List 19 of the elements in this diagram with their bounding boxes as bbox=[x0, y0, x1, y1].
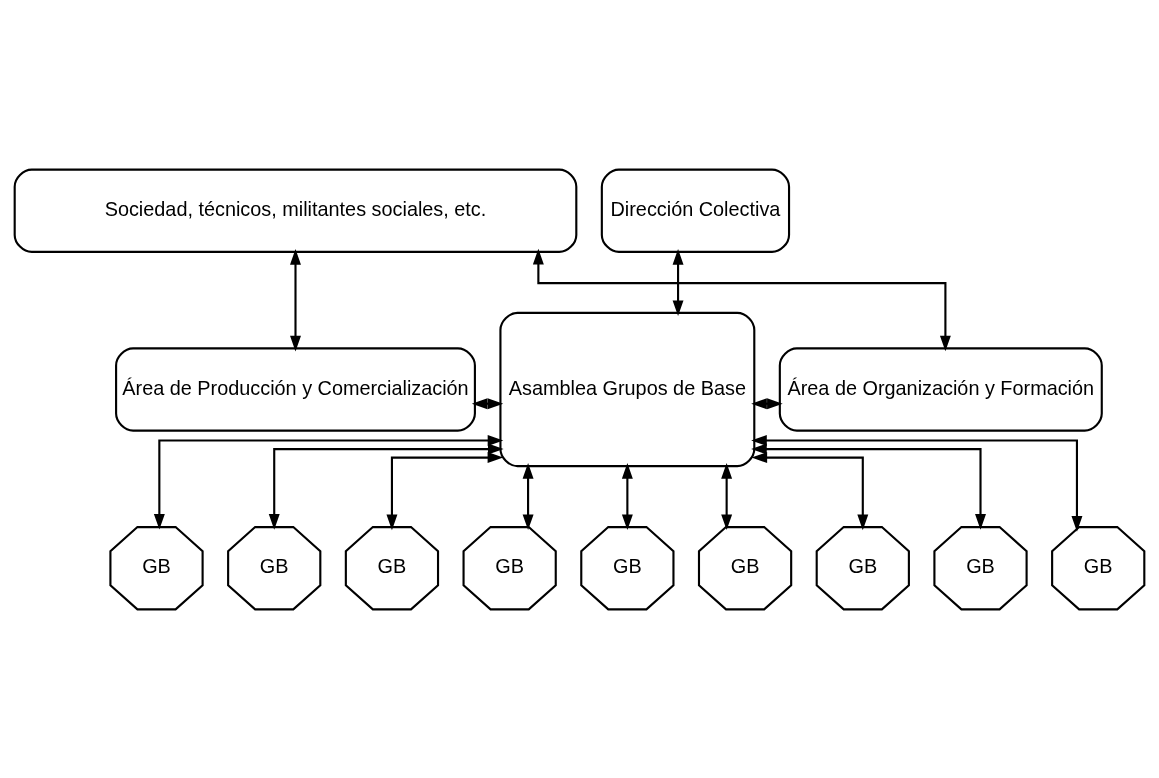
arrow bbox=[153, 434, 504, 530]
node-box: Asamblea Grupos de Base bbox=[499, 311, 756, 467]
arrow bbox=[522, 462, 534, 530]
node-box: Área de Organización y Formación bbox=[778, 346, 1103, 432]
node-box: Dirección Colectiva bbox=[600, 168, 791, 253]
node-box: Área de Producción y Comercialización bbox=[115, 346, 476, 432]
arrow bbox=[290, 248, 301, 351]
arrow bbox=[471, 397, 504, 409]
arrow bbox=[751, 443, 986, 530]
arrow bbox=[386, 451, 504, 530]
arrow bbox=[532, 248, 951, 351]
arrow bbox=[268, 443, 504, 530]
arrow bbox=[751, 434, 1083, 532]
arrow bbox=[751, 451, 869, 530]
node-box: Sociedad, técnicos, militantes sociales, etc. bbox=[13, 168, 578, 253]
arrow bbox=[751, 397, 783, 409]
arrow bbox=[672, 248, 684, 316]
arrow bbox=[621, 462, 633, 530]
arrow bbox=[721, 462, 733, 530]
